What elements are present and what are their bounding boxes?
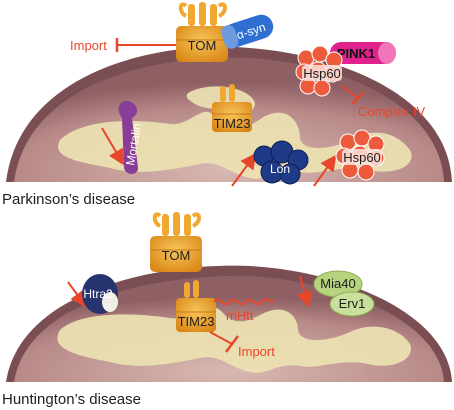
hsp60-bottom-cluster: Hsp60 bbox=[335, 129, 385, 181]
mhtt-label: mHtt bbox=[226, 308, 254, 323]
complex-iv-inhibition-line bbox=[341, 85, 359, 99]
mhtt-polypeptide bbox=[213, 298, 275, 306]
hsp60-top-label: Hsp60 bbox=[303, 66, 341, 81]
lon-label: Lon bbox=[270, 162, 290, 176]
huntington-caption: Huntington’s disease bbox=[2, 391, 141, 408]
parkinson-panel: Import TOM α-syn PINK1 bbox=[2, 2, 452, 208]
import-inhibition-bar-2 bbox=[225, 335, 239, 353]
hsp60-bottom-label: Hsp60 bbox=[343, 150, 381, 165]
huntington-panel: TOM Htra2 TIM23 mHtt Import Mia40 bbox=[2, 212, 452, 408]
tom-complex: TOM bbox=[176, 2, 228, 62]
lon-protease: Lon bbox=[253, 140, 309, 185]
hsp60-bottom-arrow bbox=[313, 154, 337, 187]
tom-channel-mid bbox=[199, 2, 206, 26]
tom-receptor-right bbox=[217, 2, 227, 18]
tom-channel-left bbox=[188, 4, 195, 26]
tim23-complex: TIM23 bbox=[212, 84, 252, 132]
htra2-label: Htra2 bbox=[83, 287, 113, 301]
mia40-arrow bbox=[297, 275, 313, 308]
import-label-2: Import bbox=[238, 344, 275, 359]
tom-body bbox=[176, 26, 228, 62]
htra2-arrow bbox=[67, 281, 87, 308]
tom-complex-2: TOM bbox=[150, 212, 202, 272]
complex-iv-inhibition-bar bbox=[351, 91, 365, 105]
parkinson-caption: Parkinson’s disease bbox=[2, 191, 135, 208]
tim23-arrow bbox=[231, 152, 257, 187]
tim23-complex-2: TIM23 bbox=[176, 280, 216, 332]
erv1-label: Erv1 bbox=[339, 296, 366, 311]
tim23-label: TIM23 bbox=[214, 116, 251, 131]
import-label: Import bbox=[70, 38, 107, 53]
tom-label-2: TOM bbox=[162, 248, 191, 263]
mia40-erv1: Mia40 Erv1 bbox=[313, 270, 375, 317]
pink1-protein: PINK1 bbox=[330, 42, 396, 64]
htra2-protein: Htra2 bbox=[82, 274, 118, 314]
import-inhibition-line-2 bbox=[209, 331, 233, 345]
tom-channel-right bbox=[210, 4, 217, 26]
hsp60-top-cluster: Hsp60 bbox=[295, 45, 343, 97]
mia40-label: Mia40 bbox=[320, 276, 355, 291]
mortalin-arrow bbox=[101, 127, 125, 166]
tim23-label-2: TIM23 bbox=[178, 314, 215, 329]
tom-label: TOM bbox=[188, 38, 217, 53]
alpha-synuclein: α-syn bbox=[221, 14, 274, 49]
complex-iv-label: Complex IV bbox=[358, 104, 426, 119]
pink1-label: PINK1 bbox=[337, 46, 375, 61]
tom-receptor-left bbox=[178, 2, 188, 18]
